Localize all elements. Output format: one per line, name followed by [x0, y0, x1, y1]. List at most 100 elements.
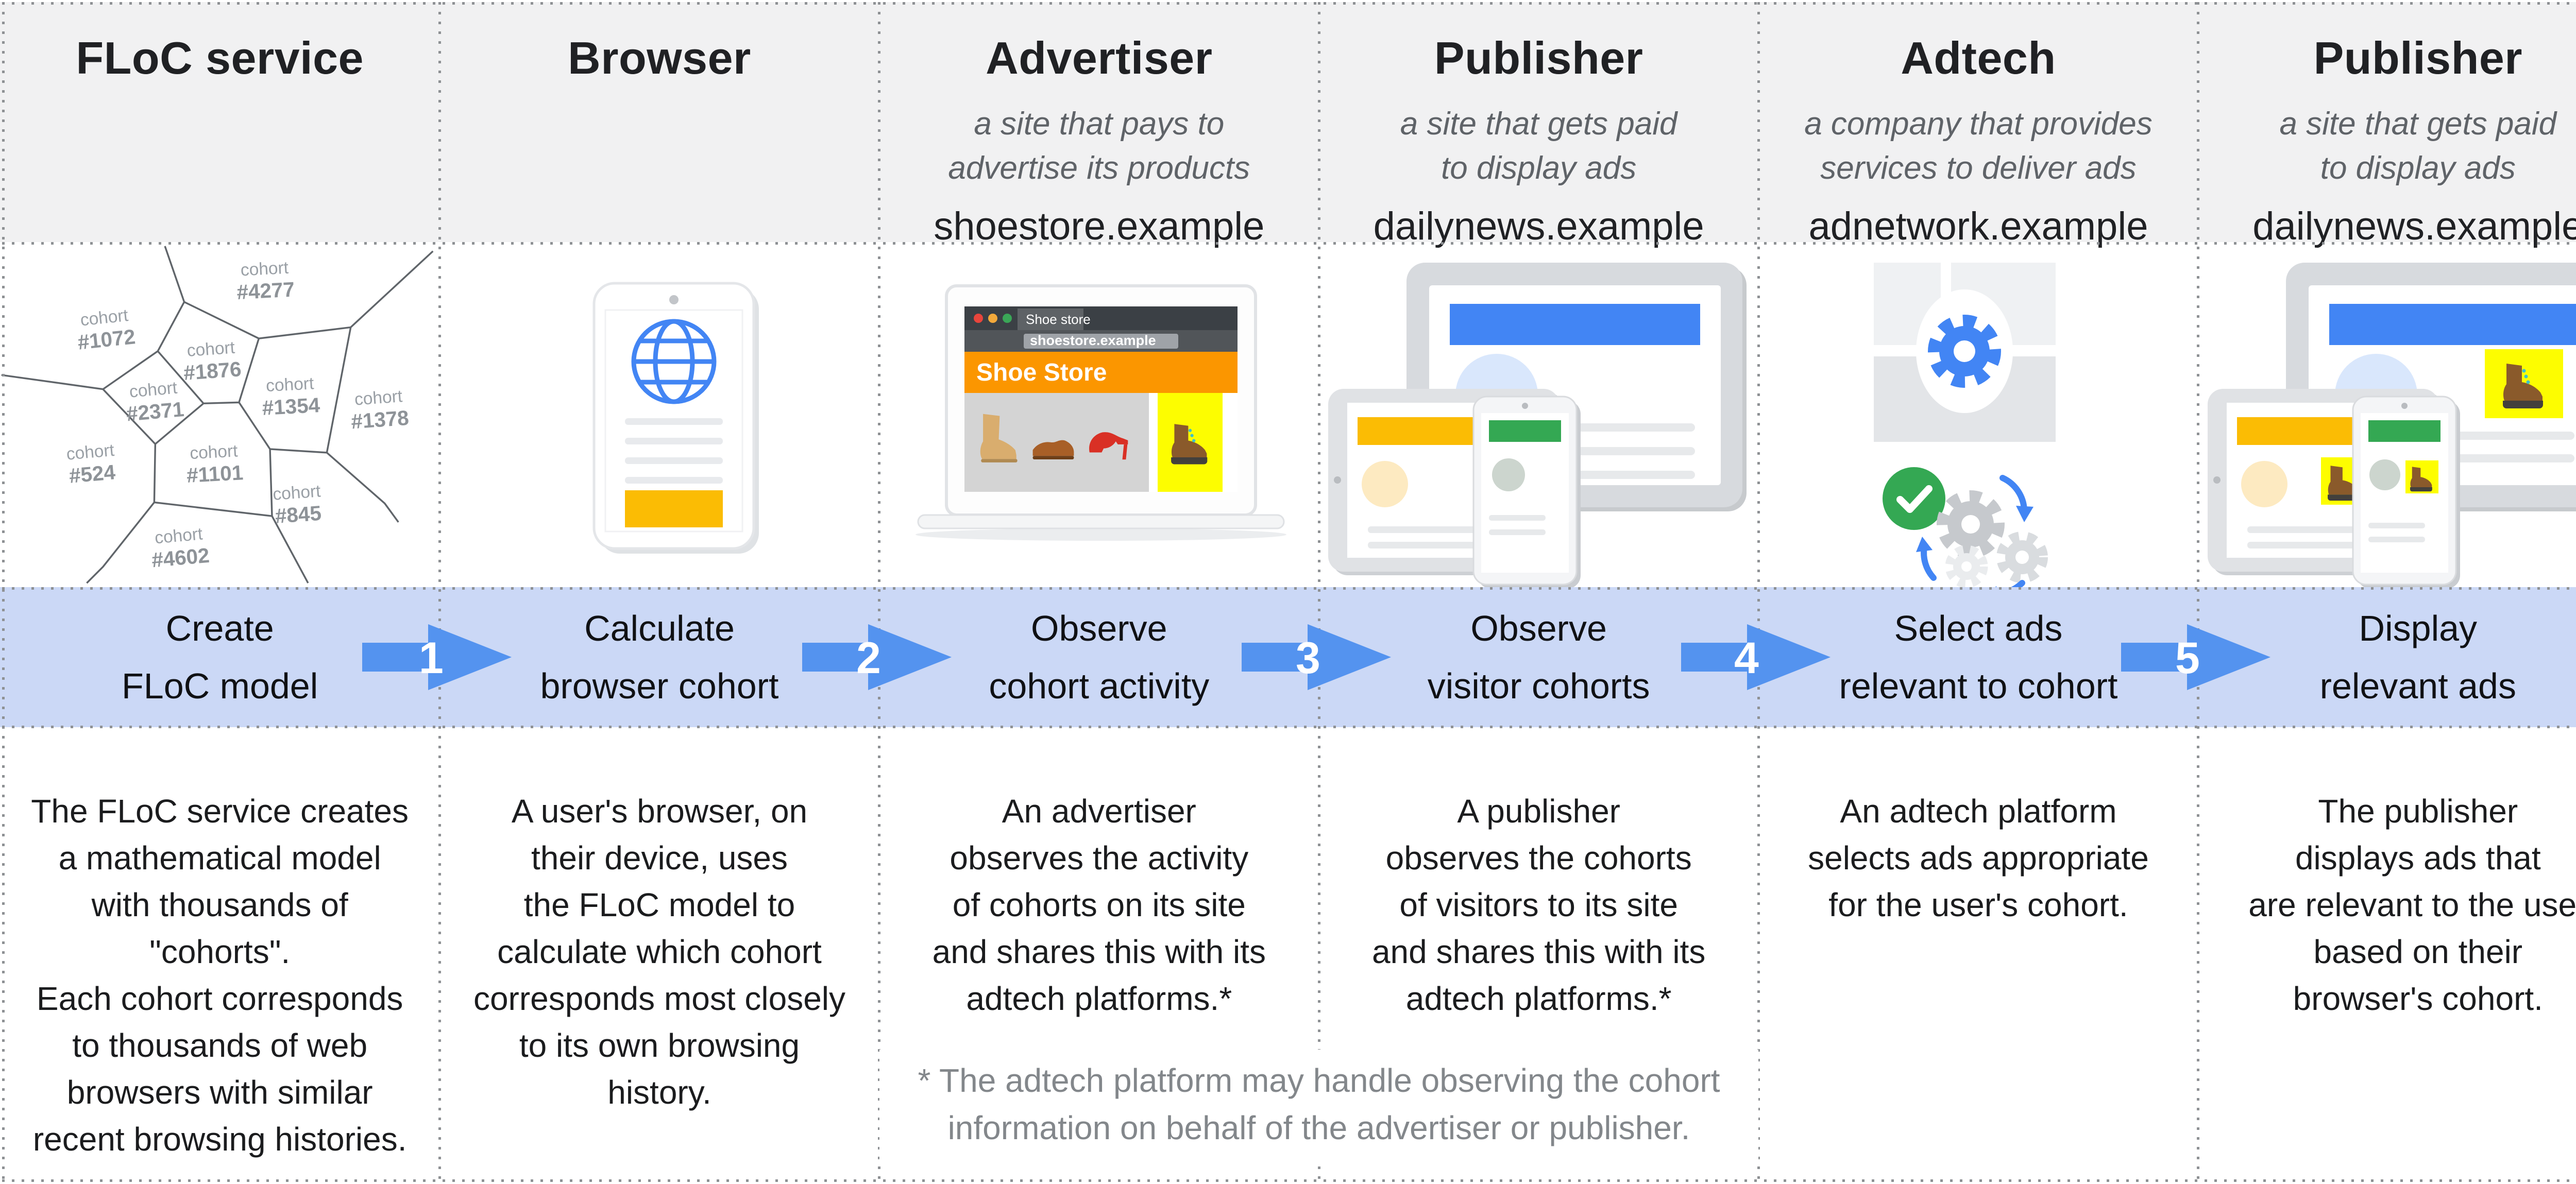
gear-icon	[1996, 531, 2048, 583]
banner-green	[2368, 420, 2441, 442]
column-divider	[1757, 2, 1760, 1182]
banner-blue	[1450, 304, 1701, 345]
arrow-right-icon: 2	[802, 621, 957, 693]
header-publisher-1: Publisher a site that gets paid to displ…	[1319, 2, 1758, 248]
svg-text:cohort: cohort	[354, 387, 403, 409]
cohort-map: cohort #1072 cohort #4277 cohort #1876 c…	[1, 246, 434, 584]
camera-dot-icon	[669, 295, 679, 304]
browser-tab	[1017, 308, 1083, 330]
description-publisher-1: A publisher observes the cohorts of visi…	[1319, 727, 1758, 1182]
article-image-placeholder	[1362, 461, 1409, 507]
illustration-publisher-devices	[1319, 242, 1758, 587]
cohort-label: cohort #1876	[183, 338, 242, 385]
column-domain: dailynews.example	[1373, 204, 1704, 248]
laptop-illustration: Shoe store shoestore.example Shoe Store	[915, 284, 1286, 541]
header-floc-service: FLoC service	[0, 2, 439, 242]
cohort-label: cohort #4602	[151, 524, 211, 572]
cohort-label: cohort #2371	[125, 379, 185, 426]
cohort-label: cohort #1354	[262, 374, 321, 420]
svg-text:#1354: #1354	[262, 393, 321, 420]
step-observe-activity: Observe cohort activity	[879, 587, 1319, 727]
article-image-placeholder	[1492, 458, 1526, 491]
svg-text:#1876: #1876	[183, 357, 242, 385]
description-advertiser: An advertiser observes the activity of c…	[879, 727, 1319, 1182]
svg-text:cohort: cohort	[187, 338, 236, 361]
cycle-arrowhead-icon	[1916, 506, 2034, 587]
row-divider	[2, 587, 2576, 590]
header-adtech: Adtech a company that provides services …	[1758, 2, 2198, 248]
text-placeholder-lines	[1368, 526, 1492, 548]
cohort-label: cohort #845	[272, 482, 323, 528]
text-placeholder-lines	[1489, 515, 1546, 535]
description-text: An advertiser observes the activity of c…	[932, 793, 1266, 1017]
svg-text:cohort: cohort	[129, 379, 179, 402]
header-publisher-2: Publisher a site that gets paid to displ…	[2198, 2, 2576, 248]
row-divider	[2, 726, 2576, 728]
description-text: The publisher displays ads that are rele…	[2248, 793, 2576, 1017]
boot-product-icon	[980, 414, 1018, 462]
boot-ad-icon	[1171, 424, 1208, 465]
frame-top-border	[2, 2, 2576, 5]
boot-ad-icon	[2502, 364, 2543, 408]
adtech-illustration	[1874, 263, 2056, 587]
close-icon	[973, 314, 983, 323]
voronoi-edges	[1, 246, 434, 584]
step-label: Observe cohort activity	[989, 608, 1210, 706]
step-label: Observe visitor cohorts	[1427, 608, 1650, 706]
laptop-shadow	[915, 528, 1286, 541]
column-title: Adtech	[1901, 32, 2056, 83]
minimize-icon	[988, 314, 997, 323]
illustration-publisher-ads	[2198, 242, 2576, 587]
column-title: Browser	[568, 32, 751, 83]
column-divider	[2197, 2, 2199, 1182]
column-title: FLoC service	[76, 32, 364, 83]
step-number: 5	[2175, 633, 2200, 683]
svg-text:#524: #524	[68, 460, 116, 488]
step-number: 1	[419, 633, 444, 683]
gear-icon	[1945, 545, 1988, 587]
column-domain: shoestore.example	[934, 204, 1265, 248]
camera-dot-icon	[1522, 403, 1529, 409]
svg-text:cohort: cohort	[265, 374, 315, 396]
svg-text:#845: #845	[275, 501, 323, 528]
column-subtitle: a site that gets paid to display ads	[2279, 106, 2557, 186]
gear-icon	[1928, 315, 2002, 388]
step-number: 4	[1734, 633, 1759, 683]
text-placeholder-lines	[2444, 432, 2574, 462]
url-text: shoestore.example	[1030, 333, 1156, 348]
banner-blue	[2329, 304, 2576, 345]
phone-illustration	[592, 282, 759, 554]
step-label: Calculate browser cohort	[540, 608, 779, 706]
step-label: Display relevant ads	[2319, 608, 2516, 706]
description-row: The FLoC service creates a mathematical …	[0, 727, 2576, 1182]
camera-dot-icon	[2213, 476, 2221, 484]
column-domain: adnetwork.example	[1808, 204, 2148, 248]
text-placeholder-lines	[1565, 423, 1696, 479]
banner-green	[1489, 420, 1562, 442]
step-label: Select ads relevant to cohort	[1839, 608, 2118, 706]
cohort-label: cohort #1378	[350, 387, 410, 433]
column-divider	[1318, 2, 1320, 1182]
illustration-adtech	[1758, 242, 2198, 587]
tab-title: Shoe store	[1026, 312, 1091, 327]
illustration-advertiser-laptop: Shoe store shoestore.example Shoe Store	[879, 242, 1319, 587]
shoe-product-icon	[1032, 440, 1074, 459]
globe-icon	[631, 319, 717, 404]
svg-text:cohort: cohort	[272, 482, 321, 504]
cohort-label: cohort #4277	[236, 259, 296, 304]
site-banner	[964, 352, 1238, 393]
ad-slot	[625, 490, 723, 527]
cohort-label: cohort #1072	[77, 306, 137, 354]
boot-ad-icon	[2410, 467, 2432, 492]
article-image-placeholder	[2369, 459, 2400, 490]
column-title: Advertiser	[986, 32, 1213, 83]
description-publisher-2: The publisher displays ads that are rele…	[2198, 727, 2576, 1182]
frame-bottom-border	[2, 1179, 2576, 1182]
camera-dot-icon	[1334, 476, 1342, 484]
column-domain: dailynews.example	[2252, 204, 2576, 248]
boot-ad-icon	[2327, 466, 2359, 501]
adtech-footnote: * The adtech platform may handle observi…	[879, 1050, 1758, 1161]
svg-text:cohort: cohort	[154, 524, 204, 547]
column-divider	[878, 2, 880, 1182]
cohort-label: cohort #524	[65, 441, 116, 488]
